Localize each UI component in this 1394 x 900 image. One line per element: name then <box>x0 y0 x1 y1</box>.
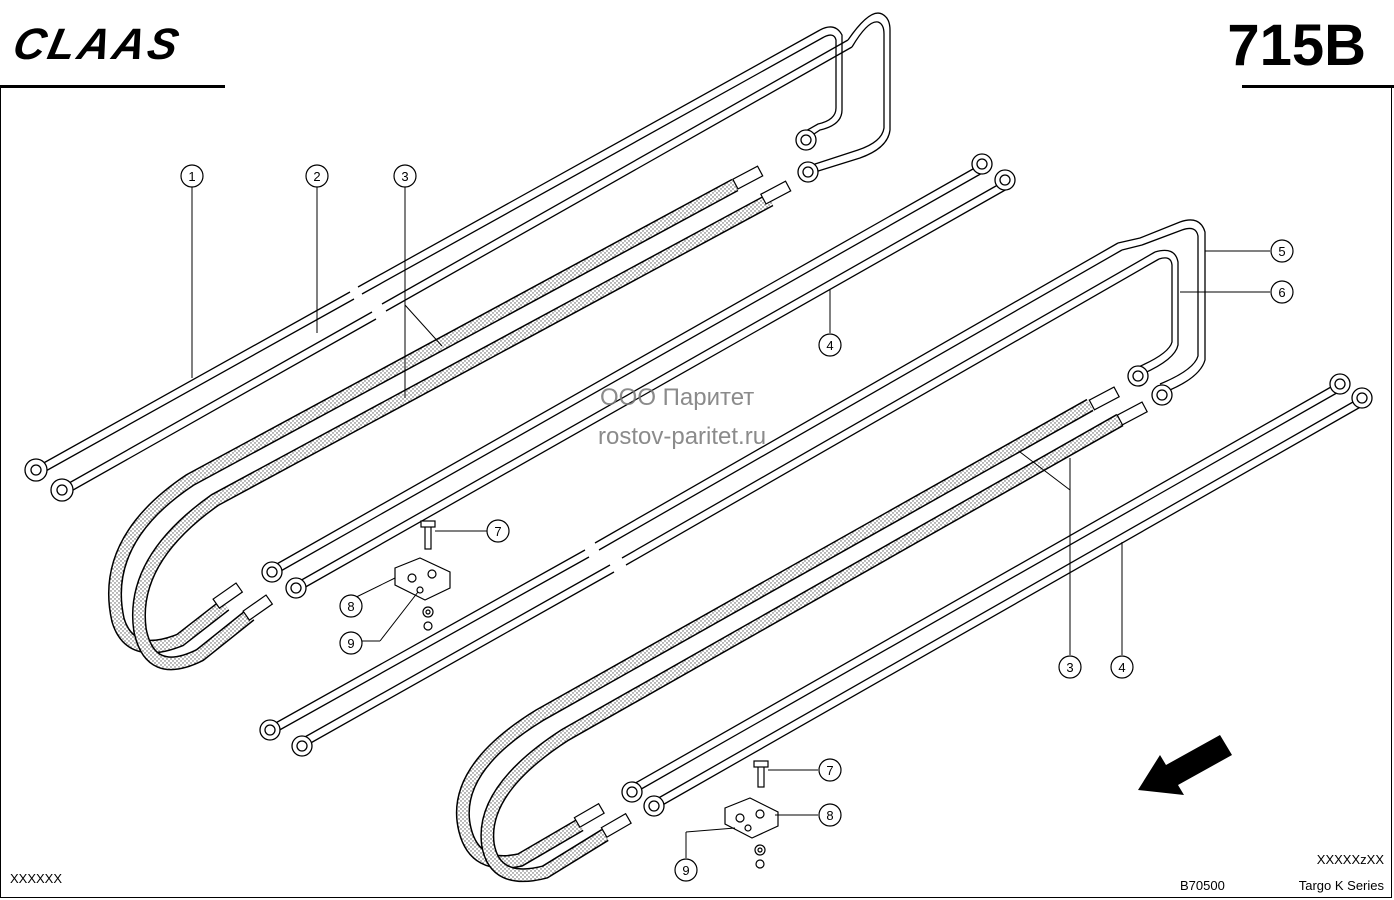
pipe-part-4-lower <box>621 373 1373 817</box>
callout-7-upper: 7 <box>486 519 510 543</box>
svg-text:3: 3 <box>1066 660 1073 675</box>
svg-text:8: 8 <box>826 808 833 823</box>
svg-text:9: 9 <box>682 863 689 878</box>
svg-text:2: 2 <box>313 169 320 184</box>
svg-text:6: 6 <box>1278 285 1285 300</box>
footer-drawing-number: B70500 <box>1180 878 1225 893</box>
direction-arrow <box>1138 735 1232 795</box>
svg-text:7: 7 <box>494 524 501 539</box>
svg-text:4: 4 <box>826 338 833 353</box>
callout-9-lower: 9 <box>674 858 698 882</box>
svg-text:4: 4 <box>1118 660 1125 675</box>
callout-2: 2 <box>305 164 329 188</box>
pipe-part-5 <box>271 219 1206 733</box>
svg-text:7: 7 <box>826 763 833 778</box>
pipe-part-1 <box>39 26 843 473</box>
callout-3-upper: 3 <box>393 164 417 188</box>
pipe-part-2 <box>61 12 891 495</box>
watermark-website: rostov-paritet.ru <box>598 423 767 450</box>
callout-7-lower: 7 <box>818 758 842 782</box>
clamp-assembly-lower <box>724 760 779 869</box>
hose-part-3-lower <box>455 386 1148 883</box>
svg-text:8: 8 <box>347 599 354 614</box>
pipe-part-6 <box>259 249 1179 757</box>
callout-8-upper: 8 <box>339 594 363 618</box>
page-number-underline <box>1242 85 1394 88</box>
svg-text:1: 1 <box>188 169 195 184</box>
clamp-assembly-upper <box>394 520 451 631</box>
leader-lines <box>191 187 1270 858</box>
logo-underline <box>0 85 225 88</box>
callout-9-upper: 9 <box>339 631 363 655</box>
callout-6: 6 <box>1270 280 1294 304</box>
footer-right-code: XXXXXzXX <box>1316 852 1384 867</box>
callout-4-upper: 4 <box>818 333 842 357</box>
page-number: 715B <box>1227 13 1366 78</box>
svg-text:5: 5 <box>1278 244 1285 259</box>
footer-left-code: XXXXXX <box>10 871 63 886</box>
watermark-company: ООО Паритет <box>600 384 755 411</box>
callout-1: 1 <box>180 164 204 188</box>
footer-series: Targo K Series <box>1298 878 1384 893</box>
callout-8-lower: 8 <box>818 803 842 827</box>
hose-part-3-upper <box>108 165 792 671</box>
callout-3-lower: 3 <box>1058 655 1082 679</box>
callout-4-lower: 4 <box>1110 655 1134 679</box>
callout-5: 5 <box>1270 239 1294 263</box>
svg-text:3: 3 <box>401 169 408 184</box>
nut-fittings-upper-left <box>24 129 819 502</box>
pipe-part-4-upper <box>261 153 1016 599</box>
svg-text:9: 9 <box>347 636 354 651</box>
